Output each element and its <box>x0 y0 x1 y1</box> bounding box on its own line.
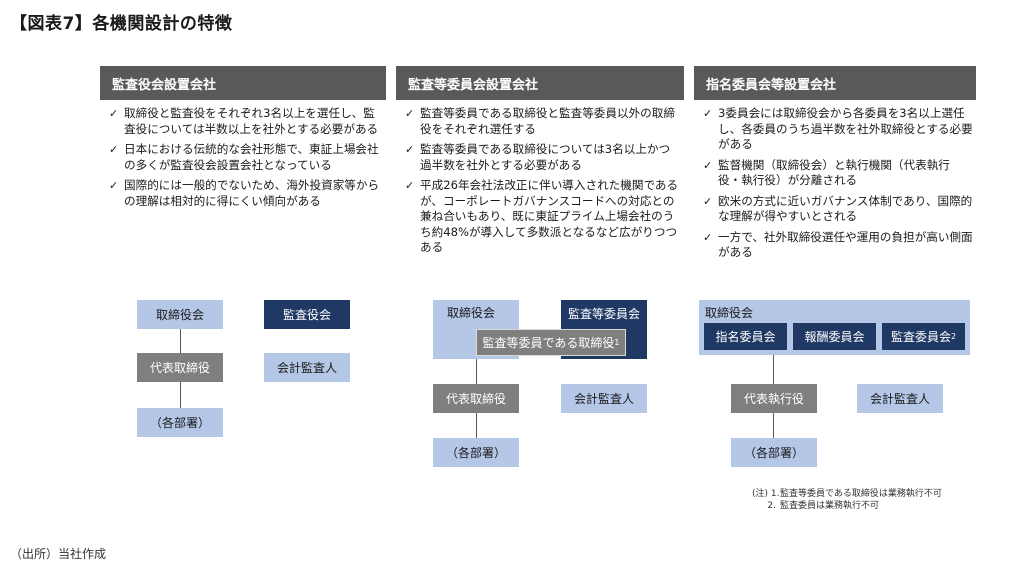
check-icon: ✓ <box>405 179 415 192</box>
footnotes: (注) 1.監査等委員である取締役は業務執行不可 2. 監査委員は業務執行不可 <box>752 488 942 512</box>
bullet-list-kansatouiinkai: ✓監査等委員である取締役と監査等委員以外の取締役をそれぞれ選任する ✓監査等委員… <box>403 106 681 261</box>
representative-director-box: 代表取締役 <box>433 384 519 413</box>
column-header-kansayakukai: 監査役会設置会社 <box>100 66 386 100</box>
check-icon: ✓ <box>405 107 415 120</box>
page-title: 【図表7】各機関設計の特徴 <box>10 14 233 34</box>
departments-box: （各部署） <box>433 438 519 467</box>
representative-director-box: 代表取締役 <box>137 353 223 382</box>
note-marker: (注) 1. <box>752 489 780 499</box>
list-item: ✓一方で、社外取締役選任や運用の負担が高い側面がある <box>703 229 973 260</box>
accounting-auditor-box: 会計監査人 <box>264 353 350 382</box>
check-icon: ✓ <box>109 107 119 120</box>
check-icon: ✓ <box>703 107 713 120</box>
list-item: ✓日本における伝統的な会社形態で、東証上場会社の多くが監査役会設置会社となってい… <box>109 142 379 172</box>
list-item: ✓国際的には一般的でないため、海外投資家等からの理解は相対的に得にくい傾向がある <box>109 178 380 208</box>
departments-box: （各部署） <box>731 438 817 467</box>
list-item: ✓3委員会には取締役会から各委員を3名以上選任し、各委員のうち過半数を社外取締役… <box>703 106 973 151</box>
footnote-marker: 2 <box>950 332 957 341</box>
check-icon: ✓ <box>109 143 119 156</box>
check-icon: ✓ <box>405 143 415 156</box>
list-item: ✓監督機関（取締役会）と執行機関（代表執行役・執行役）が分離される <box>703 157 950 188</box>
list-item: ✓監査等委員である取締役と監査等委員以外の取締役をそれぞれ選任する <box>405 106 675 136</box>
note-marker: 2. <box>767 501 776 511</box>
note-line: 監査等委員である取締役は業務執行不可 <box>780 489 942 499</box>
list-item: ✓欧米の方式に近いガバナンス体制であり、国際的な理解が得やすいとされる <box>703 193 973 224</box>
check-icon: ✓ <box>703 230 713 244</box>
bullet-list-kansayakukai: ✓取締役と監査役をそれぞれ3名以上を選任し、監査役については半数以上を社外とする… <box>107 106 382 214</box>
representative-executive-box: 代表執行役 <box>731 384 817 413</box>
board-box: 取締役会 <box>137 300 223 329</box>
footnote-marker: 1 <box>614 338 620 347</box>
check-icon: ✓ <box>109 179 119 192</box>
list-item: ✓取締役と監査役をそれぞれ3名以上を選任し、監査役については半数以上を社外とする… <box>109 106 379 136</box>
list-item: ✓平成26年会社法改正に伴い導入された機関であるが、コーポレートガバナンスコード… <box>405 178 679 254</box>
note-line: 監査委員は業務執行不可 <box>780 501 880 511</box>
accounting-auditor-box: 会計監査人 <box>857 384 943 413</box>
column-header-kansatouiinkai: 監査等委員会設置会社 <box>396 66 684 100</box>
check-icon: ✓ <box>703 194 713 208</box>
accounting-auditor-box: 会計監査人 <box>561 384 647 413</box>
bullet-list-shimeiiinkai: ✓3委員会には取締役会から各委員を3名以上選任し、各委員のうち過半数を社外取締役… <box>701 106 973 266</box>
list-item: ✓監査等委員である取締役については3名以上かつ過半数を社外とする必要がある <box>405 142 671 172</box>
source-note: （出所）当社作成 <box>10 547 107 561</box>
column-header-shimeiiinkai: 指名委員会等設置会社 <box>694 66 976 100</box>
check-icon: ✓ <box>703 158 713 172</box>
compensation-committee-box: 報酬委員会 <box>793 323 876 350</box>
nominating-committee-box: 指名委員会 <box>704 323 787 350</box>
departments-box: （各部署） <box>137 408 223 437</box>
auditors-board-box: 監査役会 <box>264 300 350 329</box>
